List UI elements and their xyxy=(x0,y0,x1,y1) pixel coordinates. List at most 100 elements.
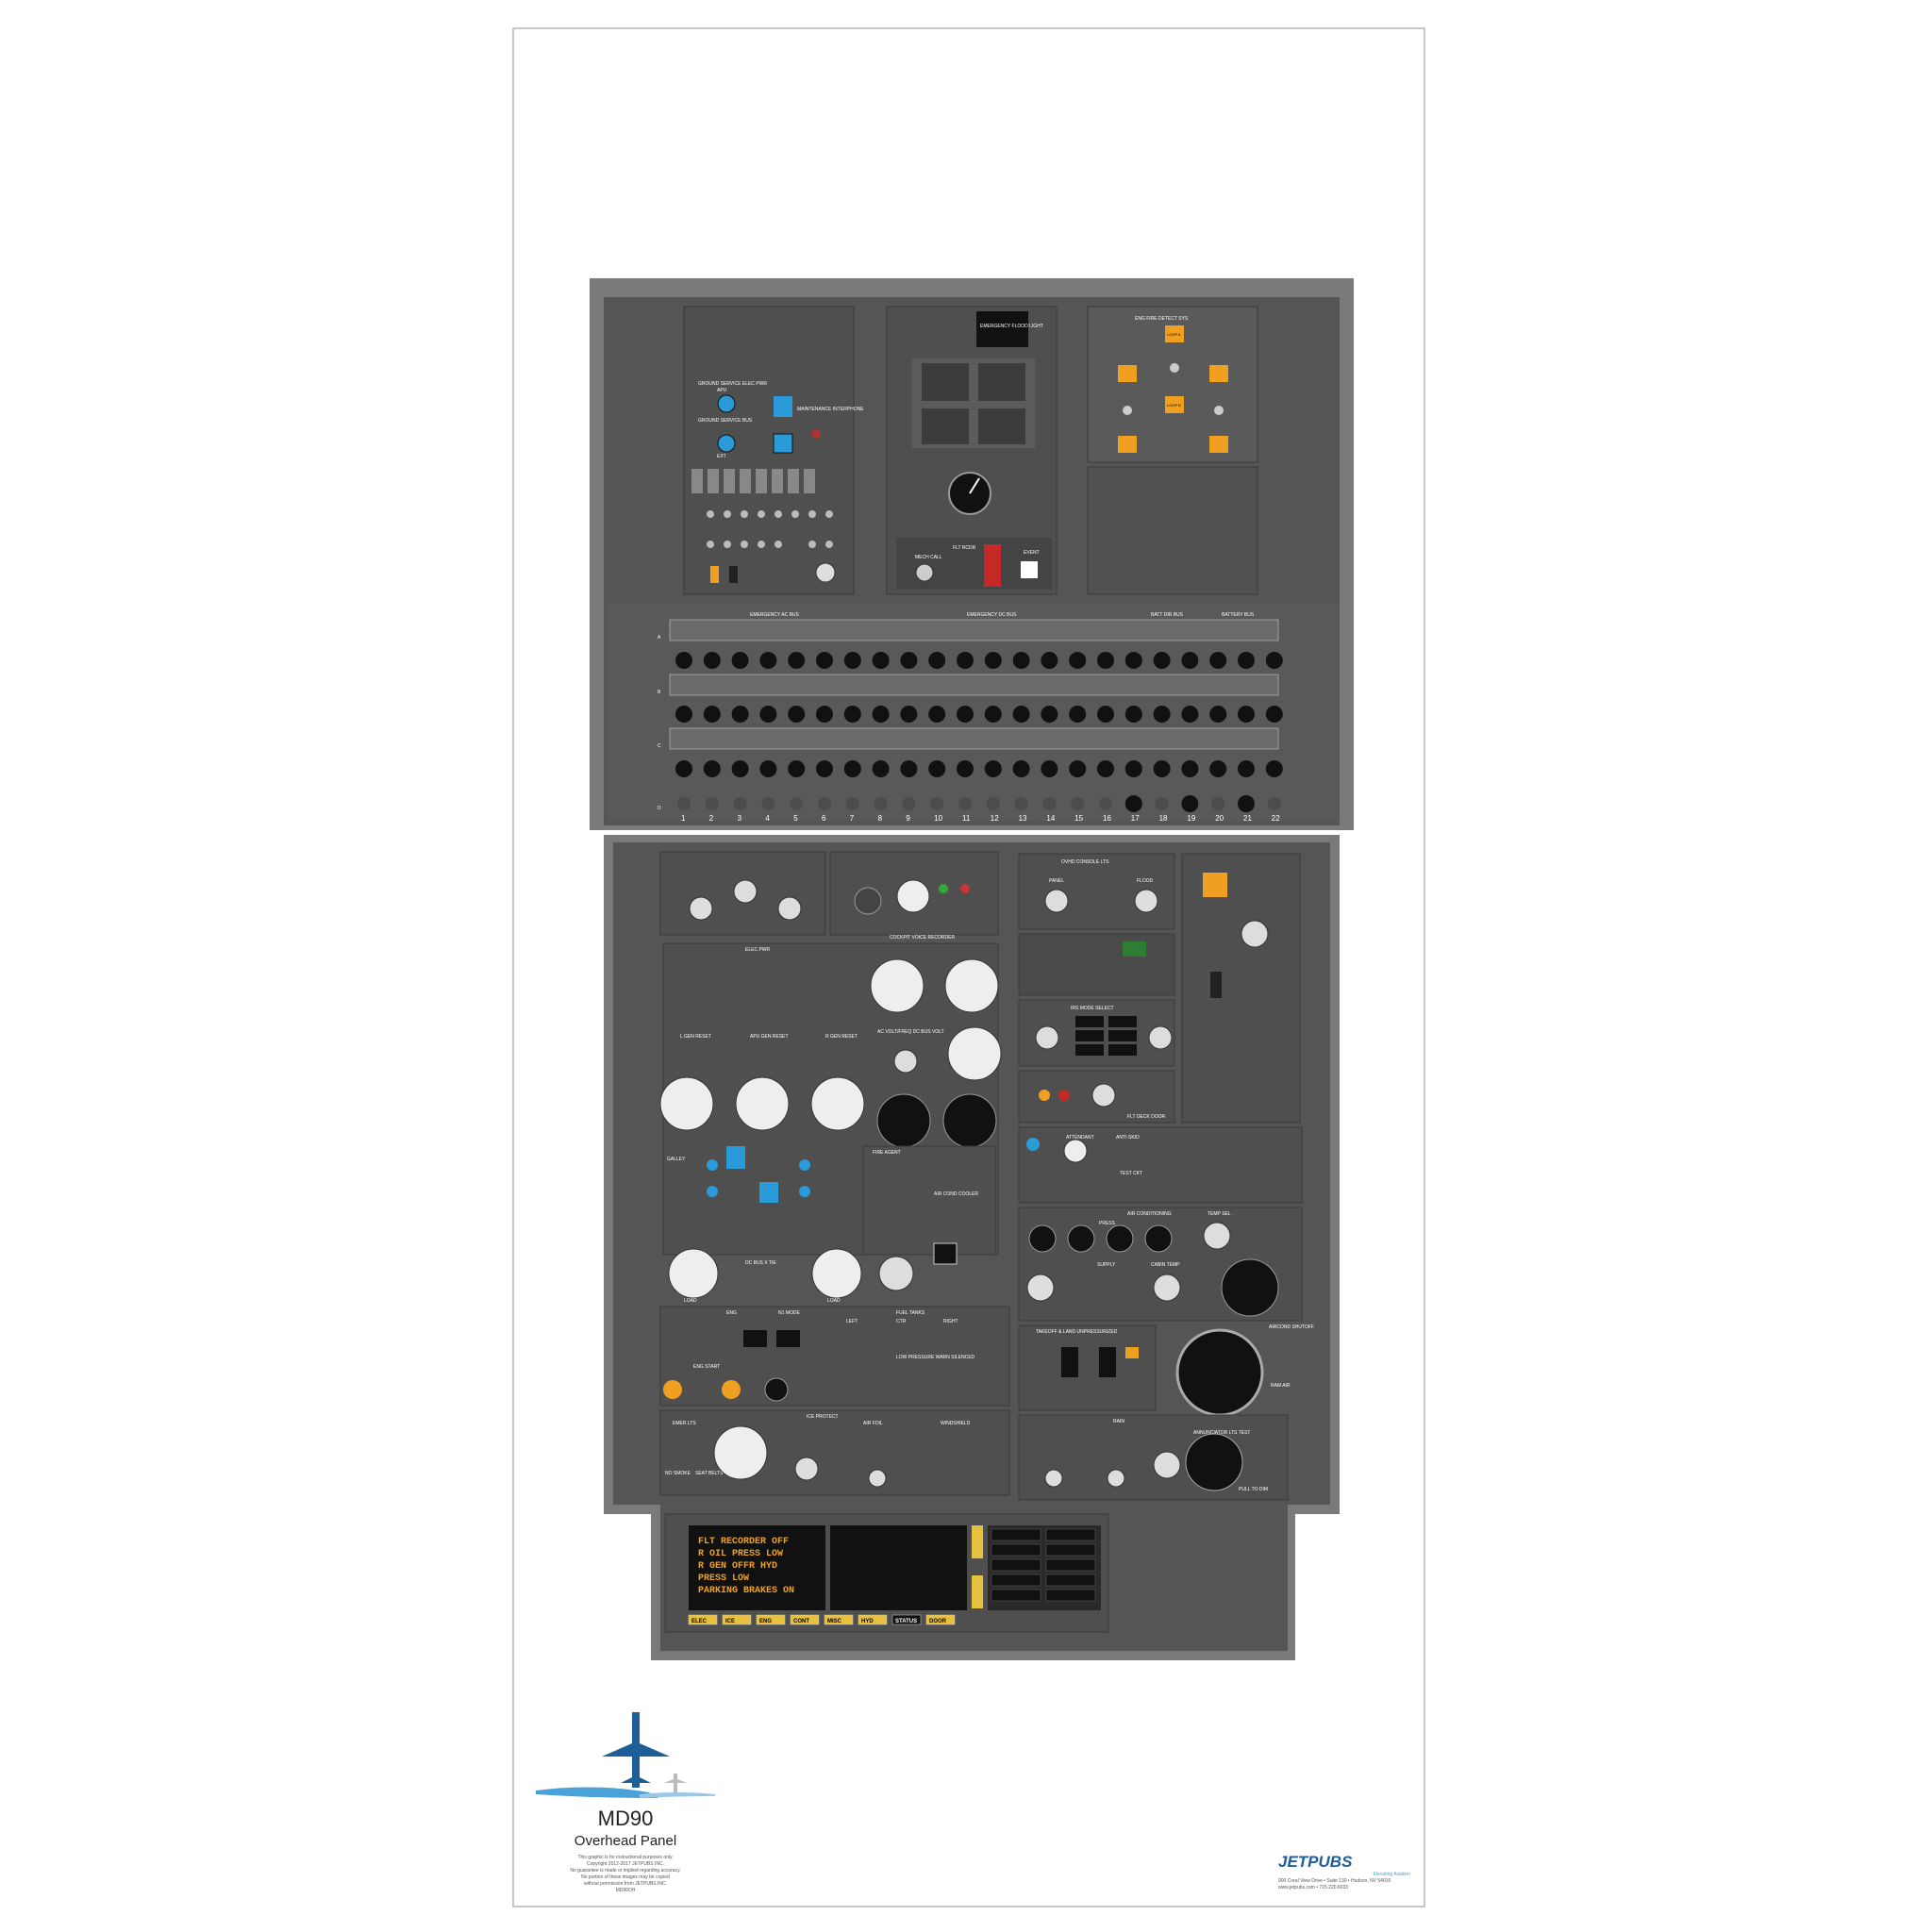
circuit-breaker[interactable] xyxy=(1209,706,1227,723)
circuit-breaker[interactable] xyxy=(986,797,1000,810)
circuit-breaker[interactable] xyxy=(1097,760,1114,777)
mask-knob[interactable] xyxy=(815,562,836,583)
circuit-breaker[interactable] xyxy=(759,706,777,723)
circuit-breaker[interactable] xyxy=(1012,652,1030,669)
right-eng-start[interactable] xyxy=(722,1380,741,1399)
circuit-breaker[interactable] xyxy=(928,706,946,723)
eicas-tab-status[interactable]: STATUS xyxy=(891,1614,922,1625)
maint-interphone-switch[interactable] xyxy=(811,429,821,439)
circuit-breaker[interactable] xyxy=(759,652,777,669)
eicas-tab-hyd[interactable]: HYD xyxy=(858,1614,888,1625)
right-loop-a[interactable] xyxy=(1209,365,1228,382)
circuit-breaker[interactable] xyxy=(677,797,691,810)
circuit-breaker[interactable] xyxy=(984,706,1002,723)
circuit-breaker[interactable] xyxy=(872,652,890,669)
circuit-breaker[interactable] xyxy=(731,706,749,723)
circuit-breaker[interactable] xyxy=(1069,652,1087,669)
circuit-breaker[interactable] xyxy=(900,760,918,777)
circuit-breaker[interactable] xyxy=(1153,706,1171,723)
circuit-breaker[interactable] xyxy=(928,652,946,669)
circuit-breaker[interactable] xyxy=(1012,760,1030,777)
circuit-breaker[interactable] xyxy=(705,797,719,810)
circuit-breaker[interactable] xyxy=(1181,652,1199,669)
circuit-breaker[interactable] xyxy=(703,760,721,777)
circuit-breaker[interactable] xyxy=(675,652,692,669)
left-eng-start[interactable] xyxy=(663,1380,682,1399)
circuit-breaker[interactable] xyxy=(930,797,944,810)
circuit-breaker[interactable] xyxy=(1238,795,1255,812)
circuit-breaker[interactable] xyxy=(872,760,890,777)
circuit-breaker[interactable] xyxy=(984,652,1002,669)
circuit-breaker[interactable] xyxy=(703,652,721,669)
event-button[interactable] xyxy=(1021,561,1038,578)
circuit-breaker[interactable] xyxy=(733,797,747,810)
right-loop-b[interactable] xyxy=(1209,436,1228,453)
attendant-call-button[interactable] xyxy=(1063,1139,1088,1163)
circuit-breaker[interactable] xyxy=(1099,797,1112,810)
circuit-breaker[interactable] xyxy=(1041,706,1058,723)
circuit-breaker[interactable] xyxy=(1209,760,1227,777)
circuit-breaker[interactable] xyxy=(816,760,833,777)
circuit-breaker[interactable] xyxy=(1124,706,1142,723)
wiper-selector[interactable] xyxy=(1153,1451,1181,1479)
eicas-tab-cont[interactable]: CONT xyxy=(790,1614,820,1625)
circuit-breaker[interactable] xyxy=(788,760,806,777)
flt-rcdr-guard[interactable] xyxy=(984,544,1001,587)
circuit-breaker[interactable] xyxy=(1041,760,1058,777)
circuit-breaker[interactable] xyxy=(984,760,1002,777)
circuit-breaker[interactable] xyxy=(1042,797,1057,810)
circuit-breaker[interactable] xyxy=(900,706,918,723)
circuit-breaker[interactable] xyxy=(1071,797,1085,810)
volt-freq-selector[interactable] xyxy=(893,1049,918,1074)
circuit-breaker[interactable] xyxy=(1238,760,1255,777)
circuit-breaker[interactable] xyxy=(1069,760,1087,777)
circuit-breaker[interactable] xyxy=(874,797,888,810)
circuit-breaker[interactable] xyxy=(902,797,916,810)
circuit-breaker[interactable] xyxy=(788,706,806,723)
circuit-breaker[interactable] xyxy=(1267,797,1281,810)
left-loop-b[interactable] xyxy=(1118,436,1137,453)
circuit-breaker[interactable] xyxy=(1238,652,1255,669)
eicas-tab-misc[interactable]: MISC xyxy=(824,1614,854,1625)
circuit-breaker[interactable] xyxy=(816,652,833,669)
flt-deck-door-knob[interactable] xyxy=(1091,1083,1116,1108)
eicas-tab-ice[interactable]: ICE xyxy=(722,1614,752,1625)
circuit-breaker[interactable] xyxy=(845,797,859,810)
circuit-breaker[interactable] xyxy=(731,652,749,669)
left-loop-a[interactable] xyxy=(1118,365,1137,382)
circuit-breaker[interactable] xyxy=(790,797,804,810)
circuit-breaker[interactable] xyxy=(843,760,861,777)
circuit-breaker[interactable] xyxy=(788,652,806,669)
circuit-breaker[interactable] xyxy=(957,760,974,777)
flood-lights-knob[interactable] xyxy=(1134,889,1158,913)
mech-call-button[interactable] xyxy=(915,563,934,582)
circuit-breaker[interactable] xyxy=(957,706,974,723)
circuit-breaker[interactable] xyxy=(1124,795,1142,812)
amber-switch[interactable] xyxy=(710,566,719,583)
circuit-breaker[interactable] xyxy=(816,706,833,723)
cabin-temp-selector[interactable] xyxy=(1203,1222,1231,1250)
circuit-breaker[interactable] xyxy=(1014,797,1028,810)
circuit-breaker[interactable] xyxy=(1097,706,1114,723)
circuit-breaker[interactable] xyxy=(675,706,692,723)
circuit-breaker[interactable] xyxy=(872,706,890,723)
apu-button[interactable] xyxy=(717,394,736,413)
apu-loop-a[interactable] xyxy=(1165,325,1184,342)
apu-loop-b[interactable] xyxy=(1165,396,1184,413)
hyd-off-annunciator[interactable] xyxy=(1203,873,1227,897)
eicas-tab-eng[interactable]: ENG xyxy=(756,1614,786,1625)
circuit-breaker[interactable] xyxy=(1124,652,1142,669)
circuit-breaker[interactable] xyxy=(1265,706,1283,723)
circuit-breaker[interactable] xyxy=(843,706,861,723)
eicas-tab-elec[interactable]: ELEC xyxy=(688,1614,718,1625)
circuit-breaker[interactable] xyxy=(759,760,777,777)
circuit-breaker[interactable] xyxy=(1211,797,1225,810)
circuit-breaker[interactable] xyxy=(1041,652,1058,669)
panel-lights-knob[interactable] xyxy=(1044,889,1069,913)
circuit-breaker[interactable] xyxy=(1209,652,1227,669)
eicas-tab-door[interactable]: DOOR xyxy=(925,1614,956,1625)
circuit-breaker[interactable] xyxy=(1265,760,1283,777)
circuit-breaker[interactable] xyxy=(761,797,775,810)
emer-pwr-selector[interactable] xyxy=(878,1256,914,1291)
circuit-breaker[interactable] xyxy=(928,760,946,777)
